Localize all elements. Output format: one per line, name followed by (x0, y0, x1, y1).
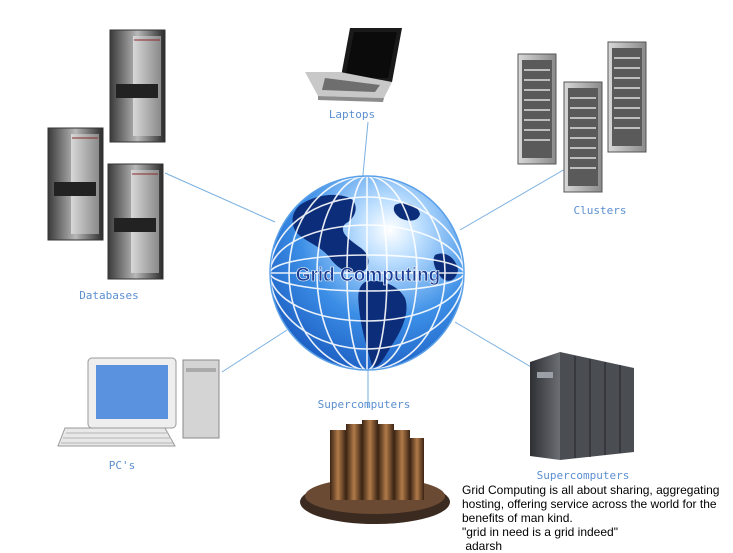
connector-pcs (221, 329, 288, 373)
description-text: Grid Computing is all about sharing, agg… (462, 483, 730, 553)
connector-supercomputers-right (454, 321, 544, 375)
label-clusters: Clusters (574, 204, 627, 217)
connector-clusters (459, 164, 573, 231)
databases-icon (47, 29, 166, 280)
laptop-icon (305, 28, 402, 102)
description-line: benefits of man kind. (462, 511, 573, 525)
description-line: Grid Computing is all about sharing, agg… (462, 483, 720, 497)
description-author: adarsh (462, 539, 503, 553)
connector-laptops (361, 121, 369, 186)
label-laptops: Laptops (329, 108, 375, 121)
label-supercomputers-right: Supercomputers (537, 469, 630, 482)
label-pcs: PC's (109, 459, 136, 472)
clusters-icon (517, 41, 647, 193)
pc-icon (57, 357, 220, 447)
description-line: hosting, offering service across the wor… (462, 497, 717, 511)
description-quote: "grid in need is a grid indeed" (462, 525, 618, 539)
globe-icon: Grid Computing (269, 175, 465, 371)
globe-label: Grid Computing (296, 265, 441, 286)
connector-lines (164, 121, 573, 408)
server-racks-icon (530, 352, 634, 460)
connector-databases (164, 172, 276, 223)
label-databases: Databases (79, 289, 139, 302)
cray-supercomputer-icon (300, 420, 450, 524)
label-supercomputers-top: Supercomputers (318, 398, 411, 411)
